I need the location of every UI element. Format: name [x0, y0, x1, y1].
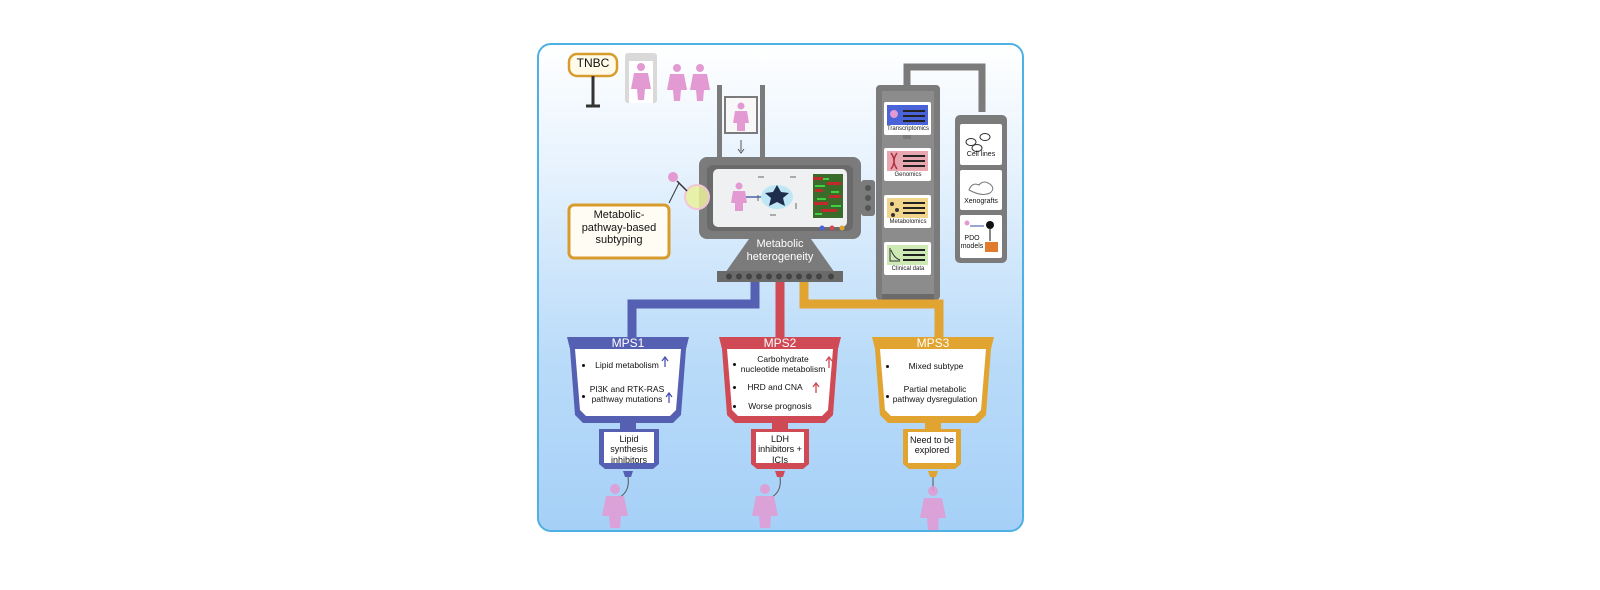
mps3-vessel	[872, 337, 994, 477]
models-tower-icon	[955, 115, 1007, 263]
mps2-bullet-2: HRD and CNA	[747, 382, 803, 392]
omics-label-metabolomics: Metabolomics	[889, 219, 927, 225]
mps1-bullet-1: Lipid metabolism	[595, 360, 659, 370]
omics-label-transcriptomics: Transcriptomics	[886, 126, 930, 132]
mps1-vessel	[567, 337, 689, 477]
mps2-bullet-1: Carbohydrate nucleotide metabolism	[740, 354, 826, 375]
pipe-mps1	[627, 282, 760, 338]
mps2-treatment: LDH inhibitors + ICIs	[758, 434, 802, 465]
omics-label-genomics: Genomics	[894, 172, 922, 178]
model-label-cell-lines: Cell lines	[966, 151, 996, 158]
patients-queue-icon	[631, 63, 710, 101]
input-chute-icon	[717, 85, 765, 157]
mps1-treatment: Lipid synthesis inhibitors	[610, 434, 648, 465]
model-label-xenografts: Xenografts	[964, 198, 998, 205]
analysis-machine-icon	[684, 157, 875, 282]
machine-label: Metabolic heterogeneity	[746, 238, 814, 263]
omics-label-clinical: Clinical data	[891, 266, 925, 272]
mps2-bullet-3: Worse prognosis	[748, 401, 812, 411]
model-label-pdo: PDO models	[960, 235, 984, 251]
treated-patients-icon	[602, 484, 946, 530]
mps2-title: MPS2	[763, 336, 797, 350]
mps3-bullet-2: Partial metabolic pathway dysregulation	[892, 384, 978, 405]
mps3-treatment: Need to be explored	[909, 435, 955, 456]
tnbc-sign-icon	[567, 52, 619, 108]
mps2-vessel	[719, 337, 841, 477]
diagram-artwork	[567, 52, 1007, 530]
mps3-bullet-1: Mixed subtype	[908, 361, 964, 371]
mps1-title: MPS1	[611, 336, 645, 350]
pointer-balloon-icon	[668, 172, 688, 204]
omics-tower-icon	[876, 63, 986, 300]
mps3-title: MPS3	[916, 336, 950, 350]
graphical-abstract-panel: TNBC Metabolic-pathway-based subtyping M…	[537, 43, 1024, 532]
subtyping-label: Metabolic-pathway-based subtyping	[581, 209, 657, 247]
pipe-mps3	[799, 282, 944, 338]
tnbc-label: TNBC	[576, 56, 610, 70]
mps1-bullet-2: PI3K and RTK-RAS pathway mutations	[589, 384, 665, 405]
subtyping-box	[567, 203, 671, 260]
